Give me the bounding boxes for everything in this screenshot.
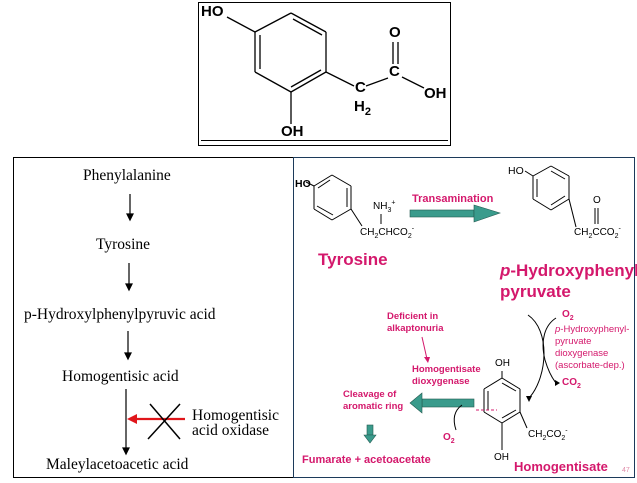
bond — [365, 77, 389, 87]
slide-number: 47 — [622, 467, 630, 474]
homogentisate-label: Homogentisate — [514, 459, 608, 474]
alkaptonuria-note: Deficient in alkaptonuria — [387, 311, 444, 334]
block-x-icon — [147, 403, 181, 440]
arrowhead-to-co2 — [555, 380, 560, 386]
tyrosine-hydroxyl-label: HO — [295, 178, 311, 190]
carboxyl-carbon-label: C — [389, 63, 400, 80]
blocked-enzyme-arrow — [127, 414, 185, 424]
bond — [290, 71, 327, 93]
hpp-label: p-Hydroxyphenyl- pyruvate — [500, 261, 637, 301]
tyrosine-ring — [305, 174, 382, 227]
pathway-step-maleylacetoacetic: Maleylacetoacetic acid — [46, 456, 189, 473]
transamination-arrow — [409, 204, 501, 223]
tyrosine-side-chain-label: CH2CHCO2- — [360, 225, 415, 240]
ammonium-label: NH3+ — [373, 199, 396, 214]
bond — [226, 16, 256, 33]
acid-hydroxyl-label: OH — [424, 85, 447, 102]
hpp-ring — [524, 165, 599, 228]
red-arrowhead — [127, 414, 137, 424]
deficient-pointer — [421, 336, 428, 360]
arrowhead-to-homogentisate — [526, 396, 532, 402]
oxygen-cleavage-label: O2 — [443, 432, 455, 445]
products-down-arrow — [363, 424, 377, 444]
deficient-pointer-head — [424, 357, 430, 363]
arrowhead-1 — [126, 213, 134, 222]
hpp-to-homogentisate-curve — [527, 314, 545, 398]
tyrosine-label: Tyrosine — [318, 250, 388, 269]
blocked-enzyme-label: Homogentisic acid oxidase — [192, 407, 279, 439]
homogentisate-side-chain-label: CH2CO2- — [528, 427, 568, 442]
pathway-step-homogentisic: Homogentisic acid — [62, 368, 179, 385]
bond — [254, 71, 292, 93]
products-label: Fumarate + acetoacetate — [302, 454, 431, 466]
cleavage-arrow — [409, 392, 475, 414]
bond — [254, 12, 292, 33]
bond — [290, 69, 322, 88]
oxygen-input-label: O2 — [562, 309, 574, 322]
homogentisate-hydroxyl-bottom: OH — [494, 452, 509, 463]
homogentisate-hydroxyl-top: OH — [495, 358, 510, 369]
homogentisate-ring — [483, 371, 528, 450]
cleavage-label: Cleavage of aromatic ring — [343, 389, 404, 412]
arrowhead-4 — [122, 447, 130, 456]
pathway-step-phenylalanine: Phenylalanine — [83, 167, 171, 184]
bond — [401, 76, 425, 89]
structure-frame — [201, 5, 448, 141]
arrowhead-3 — [124, 352, 132, 361]
hydroxyl-label: HO — [201, 3, 224, 20]
hpp-dioxygenase-label: p-Hydroxyphenyl- pyruvate dioxygenase (a… — [555, 324, 630, 371]
hydroxyl-label: OH — [281, 123, 304, 140]
hpp-side-chain-label: CH2CCO2- — [574, 225, 621, 240]
transamination-label: Transamination — [412, 193, 494, 205]
homogentisate-dioxygenase-label: Homogentisate dioxygenase — [412, 364, 481, 387]
arrowhead-2 — [125, 283, 133, 292]
o2-bottom-curve — [453, 404, 463, 431]
left-pathway-panel — [13, 157, 294, 478]
pathway-step-tyrosine: Tyrosine — [96, 236, 151, 253]
bond — [290, 12, 327, 33]
methylene-h2-label: H2 — [354, 98, 371, 118]
o2-co2-curve — [542, 317, 557, 384]
hpp-ketone-oxygen-label: O — [593, 195, 601, 206]
bond — [292, 18, 323, 36]
pathway-step-hydroxyphenylpyruvic: p-Hydroxylphenylpyruvic acid — [24, 306, 216, 323]
hpp-hydroxyl-label: HO — [508, 165, 524, 177]
carbonyl-oxygen-label: O — [389, 24, 401, 41]
methylene-carbon-label: C — [355, 79, 366, 96]
homogentisic-acid-structure-box — [198, 2, 451, 146]
bond — [325, 71, 355, 87]
co2-output-label: CO2 — [562, 377, 581, 390]
